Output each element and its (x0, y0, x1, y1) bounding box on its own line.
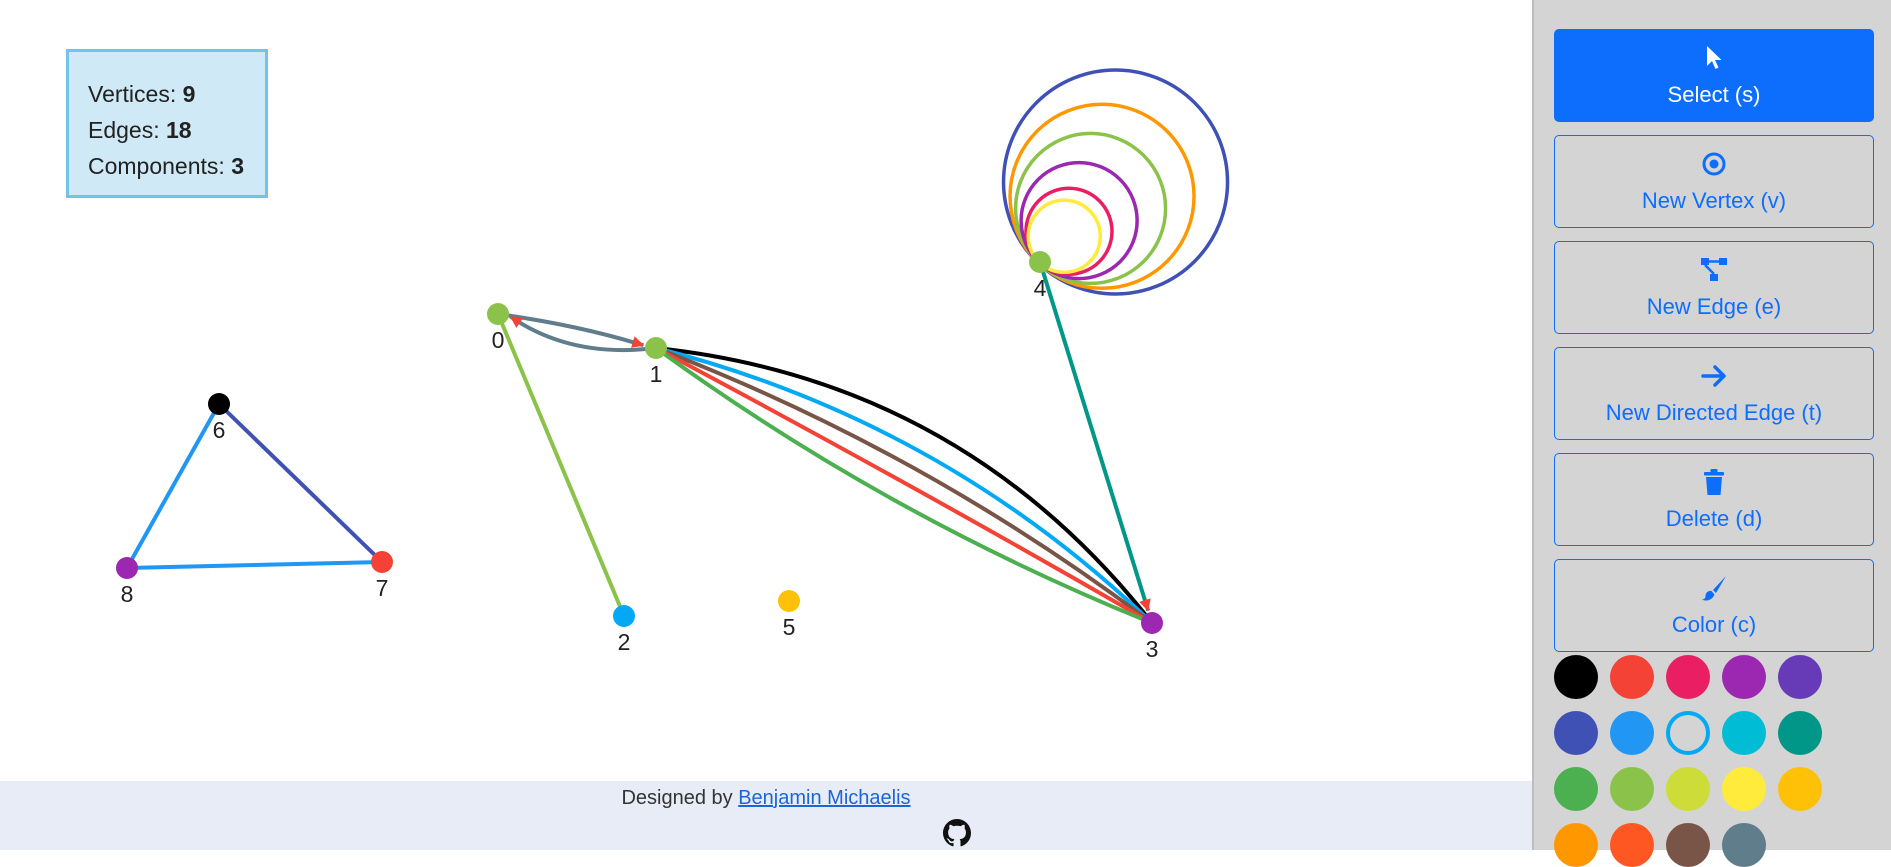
footer: Designed by Benjamin Michaelis (0, 781, 1532, 850)
vertex-0[interactable] (487, 303, 509, 325)
vertex-label-4: 4 (1034, 275, 1047, 301)
vertex-icon (1555, 148, 1873, 180)
edge-0-1-0[interactable] (497, 312, 645, 348)
toolbar: Select (s) New Vertex (v) New Edge (e) N… (1532, 0, 1891, 867)
color-swatch[interactable] (1554, 767, 1598, 811)
color-swatch[interactable] (1778, 767, 1822, 811)
arrow-right-icon (1555, 360, 1873, 392)
edge-icon (1555, 254, 1873, 286)
color-swatch[interactable] (1610, 711, 1654, 755)
color-swatch[interactable] (1722, 655, 1766, 699)
vertex-7[interactable] (371, 551, 393, 573)
edge-1-3-5[interactable] (655, 346, 1154, 625)
delete-button-label: Delete (d) (1665, 506, 1763, 531)
vertices-stat-label: Vertices: (88, 81, 177, 107)
vertex-label-1: 1 (650, 361, 663, 387)
color-swatch[interactable] (1554, 711, 1598, 755)
vertices-layer: 0 1 2 3 4 5 6 7 8 (116, 251, 1163, 662)
color-swatch[interactable] (1666, 823, 1710, 867)
edge-1-3-6[interactable] (655, 346, 1154, 625)
components-stat: Components: 3 (88, 148, 265, 184)
designed-by-text: Designed by (621, 787, 733, 809)
edges-stat-value: 18 (166, 117, 192, 143)
color-swatch[interactable] (1722, 823, 1766, 867)
edges-layer (125, 68, 1230, 625)
color-swatch[interactable] (1666, 711, 1710, 755)
author-link[interactable]: Benjamin Michaelis (738, 787, 911, 809)
edges-stat-label: Edges: (88, 117, 160, 143)
vertex-4[interactable] (1029, 251, 1051, 273)
footer-credit: Designed by Benjamin Michaelis (0, 787, 1532, 810)
edge-1-0-1[interactable] (509, 315, 657, 353)
color-swatch[interactable] (1778, 711, 1822, 755)
vertex-label-0: 0 (492, 327, 505, 353)
edge-8-7-17[interactable] (126, 560, 383, 570)
vertex-label-7: 7 (376, 575, 389, 601)
vertex-8[interactable] (116, 557, 138, 579)
edge-4-3-8[interactable] (1038, 261, 1151, 612)
vertex-2[interactable] (613, 605, 635, 627)
new-vertex-button[interactable]: New Vertex (v) (1554, 135, 1874, 228)
new-edge-button[interactable]: New Edge (e) (1554, 241, 1874, 334)
new-directed-edge-button-label: New Directed Edge (t) (1605, 400, 1823, 425)
color-swatch[interactable] (1666, 655, 1710, 699)
color-swatch[interactable] (1610, 823, 1654, 867)
brush-icon (1555, 572, 1873, 604)
vertex-6[interactable] (208, 393, 230, 415)
edge-4-4-11[interactable] (1013, 131, 1168, 286)
select-button-label: Select (s) (1667, 82, 1761, 107)
vertex-3[interactable] (1141, 612, 1163, 634)
vertex-label-3: 3 (1146, 636, 1159, 662)
edge-1-3-4[interactable] (655, 346, 1154, 625)
color-button-label: Color (c) (1671, 612, 1757, 637)
graph-stats-panel: Vertices: 9 Edges: 18 Components: 3 (66, 49, 268, 198)
graph-svg[interactable]: 0 1 2 3 4 5 6 7 8 (0, 0, 1532, 850)
cursor-icon (1555, 42, 1873, 74)
vertex-1[interactable] (645, 337, 667, 359)
vertex-label-2: 2 (618, 629, 631, 655)
vertices-stat-value: 9 (182, 81, 196, 107)
vertex-label-5: 5 (783, 614, 796, 640)
edges-stat: Edges: 18 (88, 112, 265, 148)
color-swatch[interactable] (1610, 767, 1654, 811)
vertices-stat: Vertices: 9 (88, 76, 265, 112)
edge-0-2-2[interactable] (496, 313, 626, 617)
components-stat-value: 3 (231, 153, 244, 179)
color-swatch[interactable] (1554, 655, 1598, 699)
color-swatch[interactable] (1610, 655, 1654, 699)
edge-4-4-10[interactable] (1008, 102, 1196, 291)
components-stat-label: Components: (88, 153, 225, 179)
edge-1-3-3[interactable] (655, 346, 1154, 625)
select-button[interactable]: Select (s) (1554, 29, 1874, 122)
new-vertex-button-label: New Vertex (v) (1641, 188, 1787, 213)
color-button[interactable]: Color (c) (1554, 559, 1874, 652)
vertex-5[interactable] (778, 590, 800, 612)
graph-canvas[interactable]: 0 1 2 3 4 5 6 7 8 Vertices: 9 Edges: 18 Componen… (0, 0, 1532, 850)
vertex-label-8: 8 (121, 581, 134, 607)
github-icon[interactable] (943, 819, 971, 847)
edge-4-4-9[interactable] (1001, 68, 1230, 296)
vertex-label-6: 6 (213, 417, 226, 443)
new-edge-button-label: New Edge (e) (1646, 294, 1782, 319)
edge-6-8-16[interactable] (125, 403, 221, 569)
edge-4-4-13[interactable] (1024, 186, 1114, 277)
color-swatch[interactable] (1722, 711, 1766, 755)
color-swatch[interactable] (1666, 767, 1710, 811)
new-directed-edge-button[interactable]: New Directed Edge (t) (1554, 347, 1874, 440)
trash-icon (1555, 466, 1873, 498)
color-swatch[interactable] (1722, 767, 1766, 811)
color-swatch[interactable] (1778, 655, 1822, 699)
edge-4-4-12[interactable] (1019, 160, 1139, 281)
edge-6-7-15[interactable] (217, 402, 384, 564)
color-swatch[interactable] (1554, 823, 1598, 867)
edge-4-4-14[interactable] (1026, 198, 1103, 275)
edge-1-3-7[interactable] (654, 346, 1153, 625)
delete-button[interactable]: Delete (d) (1554, 453, 1874, 546)
